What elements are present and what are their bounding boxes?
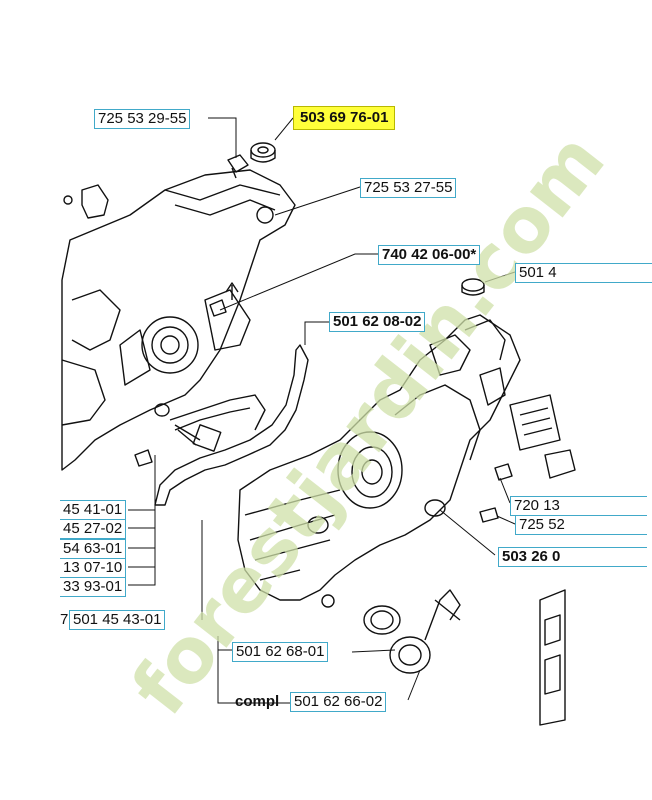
- part-label-54-63-01: 54 63-01: [60, 539, 127, 559]
- part-label-725-53-29-55: 725 53 29-55: [94, 109, 191, 129]
- part-label-503-69-76-01: 503 69 76-01: [293, 106, 396, 130]
- part-label-45-27-02: 45 27-02: [60, 519, 127, 539]
- part-label-33-93-01: 33 93-01: [60, 577, 127, 597]
- part-label-501-4: 501 4: [515, 263, 652, 283]
- complete-prefix: compl: [235, 693, 280, 710]
- part-label-45-41-01: 45 41-01: [60, 500, 127, 520]
- part-label-prefix: 7: [60, 611, 69, 628]
- gasket: [154, 344, 309, 506]
- part-label-720-13: 720 13: [510, 496, 647, 516]
- crankcase-left: [61, 169, 296, 471]
- part-label-501-62-66-02: 501 62 66-02: [290, 692, 387, 712]
- part-label-725-52: 725 52: [515, 515, 647, 535]
- crankcase-right: [237, 314, 521, 601]
- part-label-501-62-08-02: 501 62 08-02: [329, 312, 426, 332]
- part-label-501-62-68-01: 501 62 68-01: [232, 642, 329, 662]
- part-label-725-53-27-55: 725 53 27-55: [360, 178, 457, 198]
- part-label-501-45-43-01: 501 45 43-01: [69, 610, 166, 630]
- part-label-740-42-06-00: 740 42 06-00*: [378, 245, 481, 265]
- part-label-13-07-10: 13 07-10: [60, 558, 127, 578]
- part-label-503-26: 503 26 0: [498, 547, 647, 567]
